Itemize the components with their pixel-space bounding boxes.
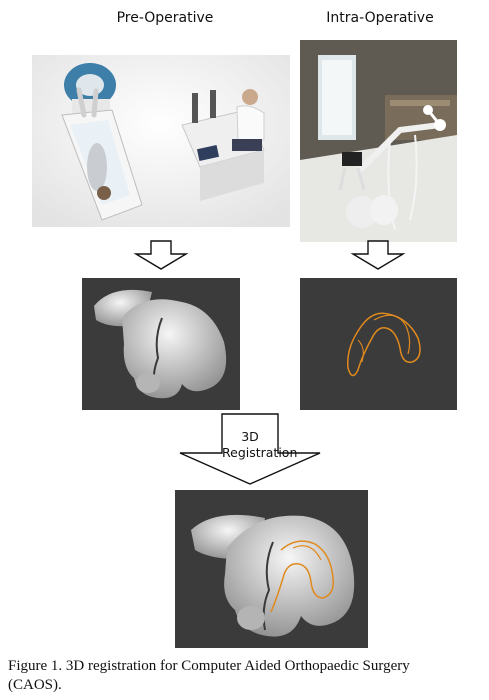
tracked-curve-panel [300, 278, 457, 410]
down-arrow-left [133, 240, 189, 270]
registered-result-panel [175, 490, 368, 648]
intra-operative-photo [300, 40, 457, 242]
figure-caption: Figure 1. 3D registration for Computer A… [8, 657, 486, 695]
registration-arrow [179, 413, 321, 485]
registration-line-2: Registration [222, 445, 298, 460]
caption-line-1: Figure 1. 3D registration for Computer A… [8, 658, 410, 674]
pre-operative-label: Pre-Operative [116, 10, 214, 26]
bone-model-panel [82, 278, 240, 410]
registration-label: 3D Registration [222, 429, 298, 461]
pre-operative-photo [32, 55, 290, 227]
down-arrow-right [350, 240, 406, 270]
registration-line-1: 3D [241, 429, 259, 444]
intra-operative-label: Intra-Operative [326, 10, 434, 26]
caption-line-2: (CAOS). [8, 677, 62, 693]
